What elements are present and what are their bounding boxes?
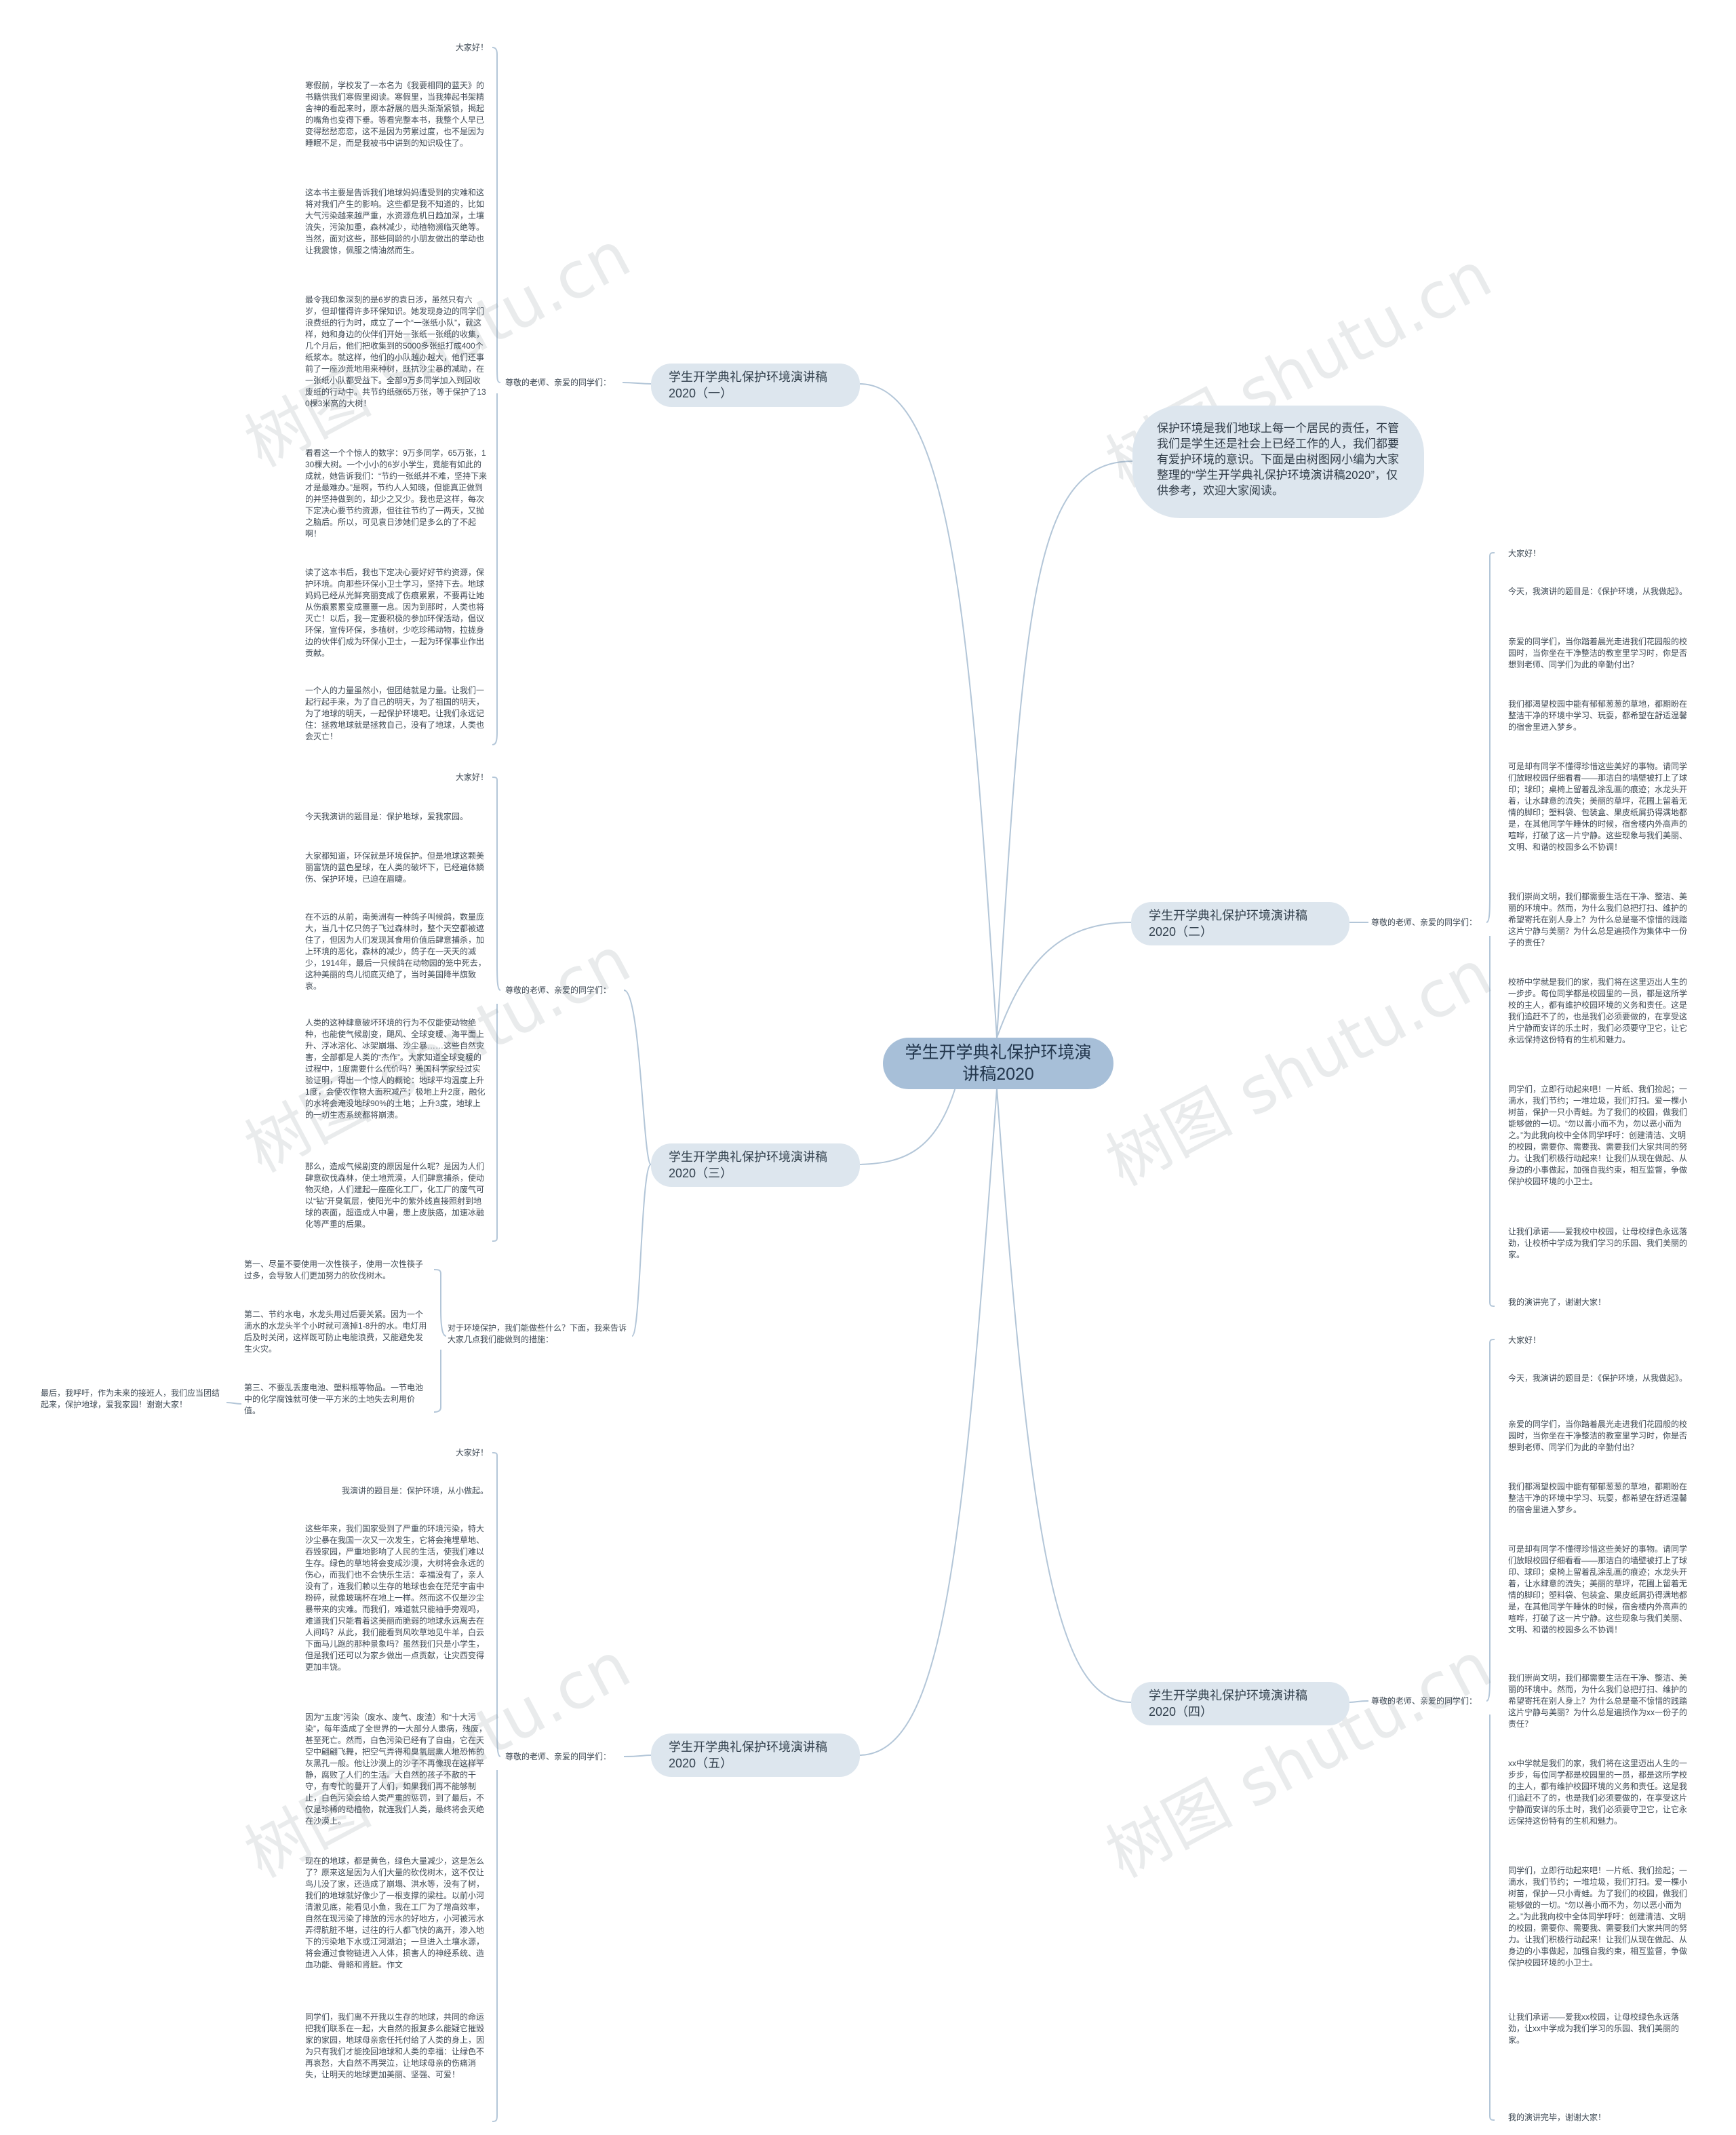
b5-leaf-4: 因为“五废”污染（废水、废气、废渣）和“十大污染”，每年造成了全世界的一大部分人… — [305, 1712, 487, 1826]
b4-leaf-1: 大家好！ — [1508, 1335, 1541, 1345]
branch-2-greeting: 尊敬的老师、亲爱的同学们： — [1371, 918, 1478, 927]
b1-leaf-4: 最令我印象深刻的是6岁的袁日涉，虽然只有六岁，但却懂得许多环保知识。她发现身边的… — [305, 295, 486, 408]
b4-leaf-2: 今天，我演讲的题目是：《保护环境，从我做起》。 — [1508, 1373, 1688, 1383]
b5-leaf-1: 大家好！ — [455, 1448, 488, 1457]
edge-root-b3 — [859, 1084, 957, 1165]
b2-leaf-2: 今天，我演讲的题目是：《保护环境，从我做起》。 — [1508, 587, 1688, 596]
b3-leaf-2: 今天我演讲的题目是：保护地球，爱我家园。 — [305, 812, 469, 821]
b2-leaf-4: 我们都渴望校园中能有郁郁葱葱的草地，都期盼在整洁干净的环境中学习、玩耍，都希望在… — [1508, 699, 1688, 732]
intro-node[interactable]: 保护环境是我们地球上每一个居民的责任，不管我们是学生还是社会上已经工作的人，我们… — [1132, 406, 1424, 518]
edge-b3-sub-brace — [433, 1269, 447, 1413]
b4-leaf-7: xx中学就是我们的家，我们将在这里迈出人生的一步步，每位同学都是校园里的一员，都… — [1508, 1759, 1688, 1826]
b4-leaf-9: 让我们承诺——爱我xx校园，让母校绿色永远落劲，让xx中学成为我们学习的乐园、我… — [1508, 2012, 1680, 2045]
branch-5[interactable]: 学生开学典礼保护环境演讲稿2020（五） — [651, 1734, 860, 1777]
edge-root-intro — [996, 461, 1133, 1038]
b1-leaf-1: 大家好！ — [455, 43, 488, 52]
branch-3[interactable]: 学生开学典礼保护环境演讲稿2020（三） — [651, 1143, 860, 1187]
branch-5-greeting: 尊敬的老师、亲爱的同学们： — [505, 1752, 612, 1761]
edge-b3-brace — [492, 777, 501, 1242]
b5-leaf-3: 这些年来，我们国家受到了严重的环境污染，特大沙尘暴在我国一次又一次发生，它将会掩… — [305, 1524, 485, 1672]
b3-sub-sub-leaf: 最后，我呼吁，作为未来的接班人，我们应当团结起来，保护地球，爱我家园！谢谢大家！ — [41, 1388, 220, 1409]
b5-leaf-2: 我演讲的题目是：保护环境，从小做起。 — [341, 1486, 488, 1495]
b3-leaf-6: 那么，造成气候剧变的原因是什么呢？是因为人们肆意砍伐森林，使土地荒漠，人们肆意捕… — [305, 1162, 485, 1229]
edge-b3-label — [623, 990, 652, 1165]
b2-leaf-9: 让我们承诺——爱我校中校园，让母校绿色永远落劲，让校桥中学成为我们学习的乐园、我… — [1508, 1227, 1688, 1259]
edge-b1-brace — [492, 47, 501, 745]
b2-leaf-3: 亲爱的同学们，当你踏着晨光走进我们花园般的校园时，当你坐在干净整洁的教室里学习时… — [1508, 637, 1688, 669]
b4-leaf-10: 我的演讲完毕，谢谢大家！ — [1508, 2113, 1606, 2122]
b2-leaf-10: 我的演讲完了，谢谢大家！ — [1508, 1297, 1606, 1307]
b1-leaf-7: 一个人的力量虽然小，但团结就是力量。让我们一起行起手来，为了自己的明天，为了祖国… — [305, 686, 485, 741]
b2-leaf-7: 校桥中学就是我们的家，我们将在这里迈出人生的一步步。每位同学都是校园里的一员，都… — [1508, 977, 1688, 1044]
b4-leaf-6: 我们崇尚文明，我们都需要生活在干净、整洁、美丽的环境中。然而，为什么我们总把打扫… — [1508, 1673, 1688, 1729]
b4-leaf-3: 亲爱的同学们，当你踏着晨光走进我们花园般的校园时，当你坐在干净整洁的教室里学习时… — [1508, 1419, 1688, 1452]
b3-leaf-5: 人类的这种肆意破坏环境的行为不仅能使动物绝种，也能使气候剧变，飓风、全球变暖、海… — [305, 1018, 486, 1120]
edge-b5-brace — [492, 1452, 501, 2122]
b3-sub-leaf-2: 第二、节约水电，水龙头用过后要关紧。因为一个滴水的水龙头半个小时就可滴掉1-8升… — [244, 1310, 427, 1354]
b4-leaf-8: 同学们，立即行动起来吧！一片纸、我们捡起；一滴水，我们节约；一堆垃圾，我们打扫。… — [1508, 1866, 1688, 1967]
branch-1[interactable]: 学生开学典礼保护环境演讲稿2020（一） — [651, 364, 860, 407]
b1-leaf-3: 这本书主要是告诉我们地球妈妈遭受到的灾难和这将对我们产生的影响。这些都是我不知道… — [305, 188, 485, 255]
b2-leaf-5: 可是却有同学不懂得珍惜这些美好的事物。请同学们放眼校园仔细看看——那洁白的墙壁被… — [1508, 762, 1688, 852]
branch-3-greeting: 尊敬的老师、亲爱的同学们： — [505, 985, 612, 995]
b2-leaf-8: 同学们，立即行动起来吧！一片纸、我们捡起；一滴水，我们节约；一堆垃圾，我们打扫。… — [1508, 1084, 1688, 1186]
b3-leaf-3: 大家都知道，环保就是环境保护。但是地球这颗美丽富饶的蓝色星球，在人类的破坏下，已… — [305, 851, 485, 884]
branch-4-greeting: 尊敬的老师、亲爱的同学们： — [1371, 1696, 1478, 1706]
root-node[interactable]: 学生开学典礼保护环境演讲稿2020 — [883, 1038, 1113, 1089]
b2-leaf-1: 大家好！ — [1508, 549, 1541, 558]
b1-leaf-2: 寒假前，学校发了一本名为《我要相同的蓝天》的书籍供我们寒假里阅读。寒假里，当我捧… — [305, 81, 485, 148]
edge-root-b5 — [859, 1088, 998, 1756]
b4-leaf-4: 我们都渴望校园中能有郁郁葱葱的草地，都期盼在整洁干净的环境中学习、玩耍，都希望在… — [1508, 1482, 1688, 1514]
b2-leaf-6: 我们崇尚文明，我们都需要生活在干净、整洁、美丽的环境中。然而，为什么我们总把打扫… — [1508, 892, 1688, 947]
b3-leaf-4: 在不远的从前，南美洲有一种鸽子叫候鸽，数量庞大，当几十亿只鸽子飞过森林时，整个天… — [305, 912, 486, 991]
edge-b3-label2 — [631, 1164, 652, 1337]
branch-4[interactable]: 学生开学典礼保护环境演讲稿2020（四） — [1131, 1682, 1349, 1725]
b1-leaf-5: 看看这一个个惊人的数字：9万多同学，65万张，130棵大树。一个小小的6岁小学生… — [305, 448, 487, 538]
edge-b4-brace — [1486, 1339, 1495, 2121]
branch-1-greeting: 尊敬的老师、亲爱的同学们： — [505, 378, 612, 387]
b3-sub-leaf-3: 第三、不要乱丢废电池、塑料瓶等物品。一节电池中的化学腐蚀就可使一平方米的土地失去… — [244, 1383, 424, 1415]
edge-root-b1 — [859, 383, 998, 1038]
b3-leaf-1: 大家好！ — [455, 772, 488, 782]
edge-b3-subsub — [226, 1402, 242, 1405]
branch-2[interactable]: 学生开学典礼保护环境演讲稿2020（二） — [1131, 902, 1349, 945]
edge-b2-brace — [1486, 552, 1495, 1307]
edge-b5-label — [623, 1755, 652, 1757]
edge-b4-label — [1349, 1700, 1369, 1703]
b1-leaf-6: 读了这本书后，我也下定决心要好好节约资源，保护环境。向那些环保小卫士学习，坚持下… — [305, 568, 485, 658]
edge-root-b4 — [996, 1088, 1132, 1703]
edge-root-b2 — [996, 922, 1132, 1038]
b4-leaf-5: 可是却有同学不懂得珍惜这些美好的事物。请同学们放眼校园仔细看看——那洁白的墙壁被… — [1508, 1544, 1688, 1634]
branch-3-measures-label: 对于环境保护，我们能做些什么？下面，我来告诉大家几点我们能做到的措施： — [448, 1323, 627, 1344]
edge-b1-label — [622, 382, 652, 385]
b5-leaf-6: 同学们，我们离不开我以生存的地球，共同的命运把我们联系在一起，大自然的报复多么能… — [305, 2012, 485, 2079]
b3-sub-leaf-1: 第一、尽量不要使用一次性筷子，使用一次性筷子过多，会导致人们更加努力的砍伐树木。 — [244, 1259, 424, 1280]
b5-leaf-5: 现在的地球，都是黄色，绿色大量减少，这是怎么了？原来这是因为人们大量的砍伐树木，… — [305, 1856, 485, 1970]
